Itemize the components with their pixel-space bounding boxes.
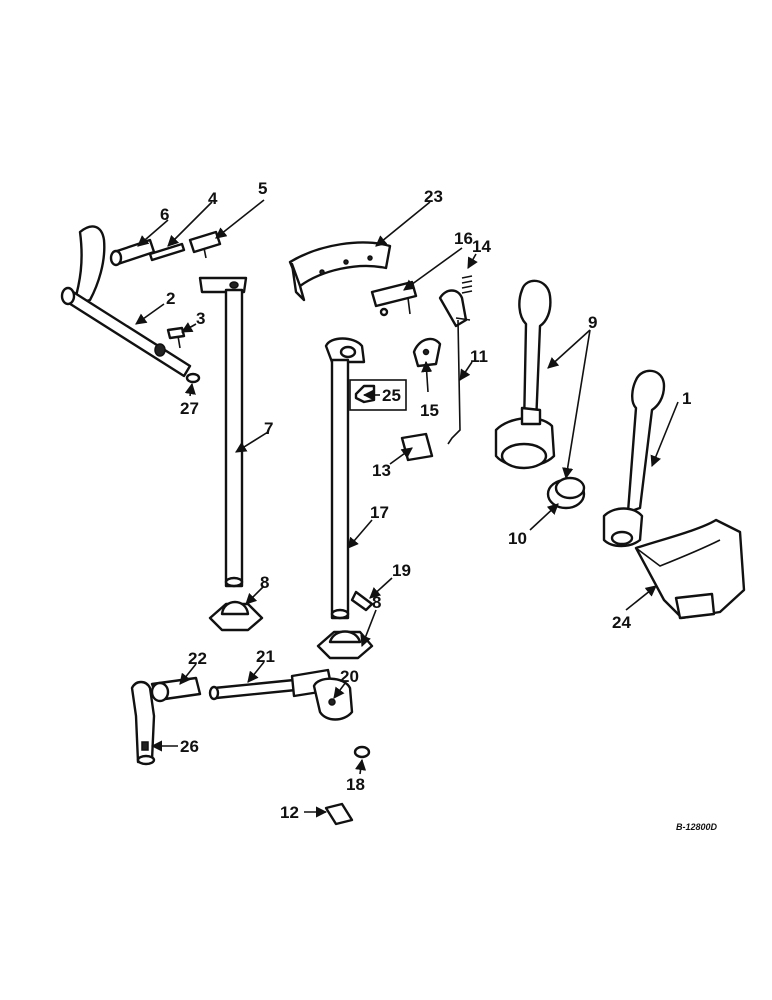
label-10: 10 <box>508 529 527 548</box>
part-1-shift-lever <box>602 369 666 548</box>
label-22: 22 <box>188 649 207 668</box>
part-22-yoke <box>150 676 202 703</box>
part-13-plate <box>400 432 434 462</box>
part-26-lever <box>130 680 156 766</box>
part-2-shift-shaft <box>60 225 192 378</box>
label-6: 6 <box>160 205 169 224</box>
part-23-guide-plate <box>288 241 392 302</box>
label-14: 14 <box>472 237 491 256</box>
label-8-right: 8 <box>372 593 381 612</box>
callout-labels: 1 2 3 4 5 6 7 8 8 9 10 11 12 13 14 15 16… <box>160 179 718 832</box>
label-15: 15 <box>420 401 439 420</box>
label-27: 27 <box>180 399 199 418</box>
label-3: 3 <box>196 309 205 328</box>
part-19-key <box>350 590 374 612</box>
part-18-washer <box>353 745 371 759</box>
part-9-shift-lever <box>494 279 556 470</box>
label-2: 2 <box>166 289 175 308</box>
part-17-shift-rod <box>324 337 366 620</box>
label-24: 24 <box>612 613 631 632</box>
label-8-left: 8 <box>260 573 269 592</box>
leader-lines <box>135 199 679 818</box>
label-16: 16 <box>454 229 473 248</box>
label-5: 5 <box>258 179 267 198</box>
part-5-joint <box>188 230 222 259</box>
label-20: 20 <box>340 667 359 686</box>
part-4-rod <box>148 242 186 262</box>
part-3-bolt <box>166 326 186 349</box>
part-24-cover <box>634 518 746 620</box>
label-23: 23 <box>424 187 443 206</box>
label-19: 19 <box>392 561 411 580</box>
part-10-bushing <box>546 476 586 510</box>
part-15-bracket <box>412 337 442 368</box>
label-18: 18 <box>346 775 365 794</box>
part-12-clip <box>324 802 354 826</box>
label-12: 12 <box>280 803 299 822</box>
part-8-pivot-bracket-right <box>316 630 374 660</box>
label-4: 4 <box>208 189 218 208</box>
label-7: 7 <box>264 419 273 438</box>
drawing-code: B-12800D <box>676 822 718 832</box>
label-1: 1 <box>682 389 691 408</box>
part-11-link <box>438 289 471 445</box>
part-8-pivot-bracket-left <box>208 600 264 632</box>
label-26: 26 <box>180 737 199 756</box>
part-27-pin <box>185 372 201 384</box>
part-14-spring <box>461 275 473 294</box>
part-7-shift-rod <box>198 276 248 588</box>
label-21: 21 <box>256 647 275 666</box>
label-13: 13 <box>372 461 391 480</box>
part-6-pin <box>109 238 156 267</box>
label-25: 25 <box>382 386 401 405</box>
label-17: 17 <box>370 503 389 522</box>
label-9: 9 <box>588 313 597 332</box>
label-11: 11 <box>470 347 488 366</box>
